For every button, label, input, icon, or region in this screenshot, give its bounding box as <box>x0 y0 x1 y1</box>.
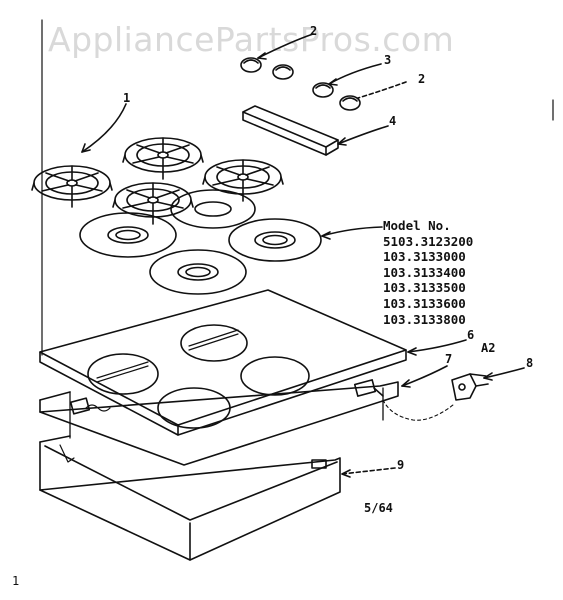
watermark-text: AppliancePartsPros.com <box>48 20 455 59</box>
model-number-list: Model No. 5103.3123200 103.3133000 103.3… <box>383 218 473 327</box>
drip-pan <box>79 212 177 258</box>
callout-a2: A2 <box>481 341 496 355</box>
leader-line <box>321 226 383 237</box>
leader-line <box>321 231 331 240</box>
callout-3: 3 <box>384 53 392 67</box>
callout-2: 2 <box>310 24 318 38</box>
leader-line <box>407 339 467 353</box>
drip-pan <box>149 249 247 295</box>
leader-line <box>337 125 389 145</box>
bottom-tub <box>39 435 341 561</box>
corner-mark: 1 <box>12 574 20 588</box>
burner-grate <box>122 137 204 180</box>
model-number: 103.3133500 <box>383 280 466 296</box>
callout-9: 9 <box>397 458 405 472</box>
control-knob <box>312 82 334 98</box>
model-heading: Model No. <box>383 218 451 233</box>
control-knob <box>240 57 262 73</box>
leader-line <box>357 81 407 99</box>
leader-line <box>407 347 417 356</box>
model-number: 103.3133800 <box>383 311 466 327</box>
drip-pan <box>170 189 256 229</box>
drip-pan <box>228 218 322 262</box>
model-number: 103.3133400 <box>383 264 466 280</box>
callout-6: 6 <box>467 328 475 342</box>
leader-line <box>483 367 525 379</box>
control-knob <box>272 64 294 80</box>
leader-line <box>81 143 91 153</box>
leader-line <box>401 365 448 387</box>
leader-line <box>328 78 338 86</box>
model-number: 103.3133600 <box>383 295 466 311</box>
control-knob <box>339 95 361 111</box>
leader-line <box>81 103 127 153</box>
leader-line <box>337 137 347 146</box>
cooktop-top-plate <box>39 289 407 436</box>
leader-line <box>257 52 267 60</box>
burner-grate <box>31 165 113 208</box>
leader-line <box>341 467 396 475</box>
leader-line <box>341 469 351 478</box>
model-number: 5103.3123200 <box>383 233 474 249</box>
control-trim-bar <box>242 105 339 156</box>
leader-line <box>401 379 411 388</box>
burner-box <box>39 379 454 466</box>
burner-grate <box>112 182 194 225</box>
leader-line <box>257 33 314 59</box>
callout-8: 8 <box>526 356 534 370</box>
leader-line <box>483 372 493 381</box>
callout-4: 4 <box>389 114 397 128</box>
terminal-block <box>451 373 489 401</box>
callout-1: 1 <box>123 91 131 105</box>
leader-line <box>328 63 382 85</box>
callout-7: 7 <box>445 352 453 366</box>
callout-2: 2 <box>418 72 426 86</box>
page-code: 5/64 <box>364 501 393 515</box>
model-number: 103.3133000 <box>383 249 466 265</box>
